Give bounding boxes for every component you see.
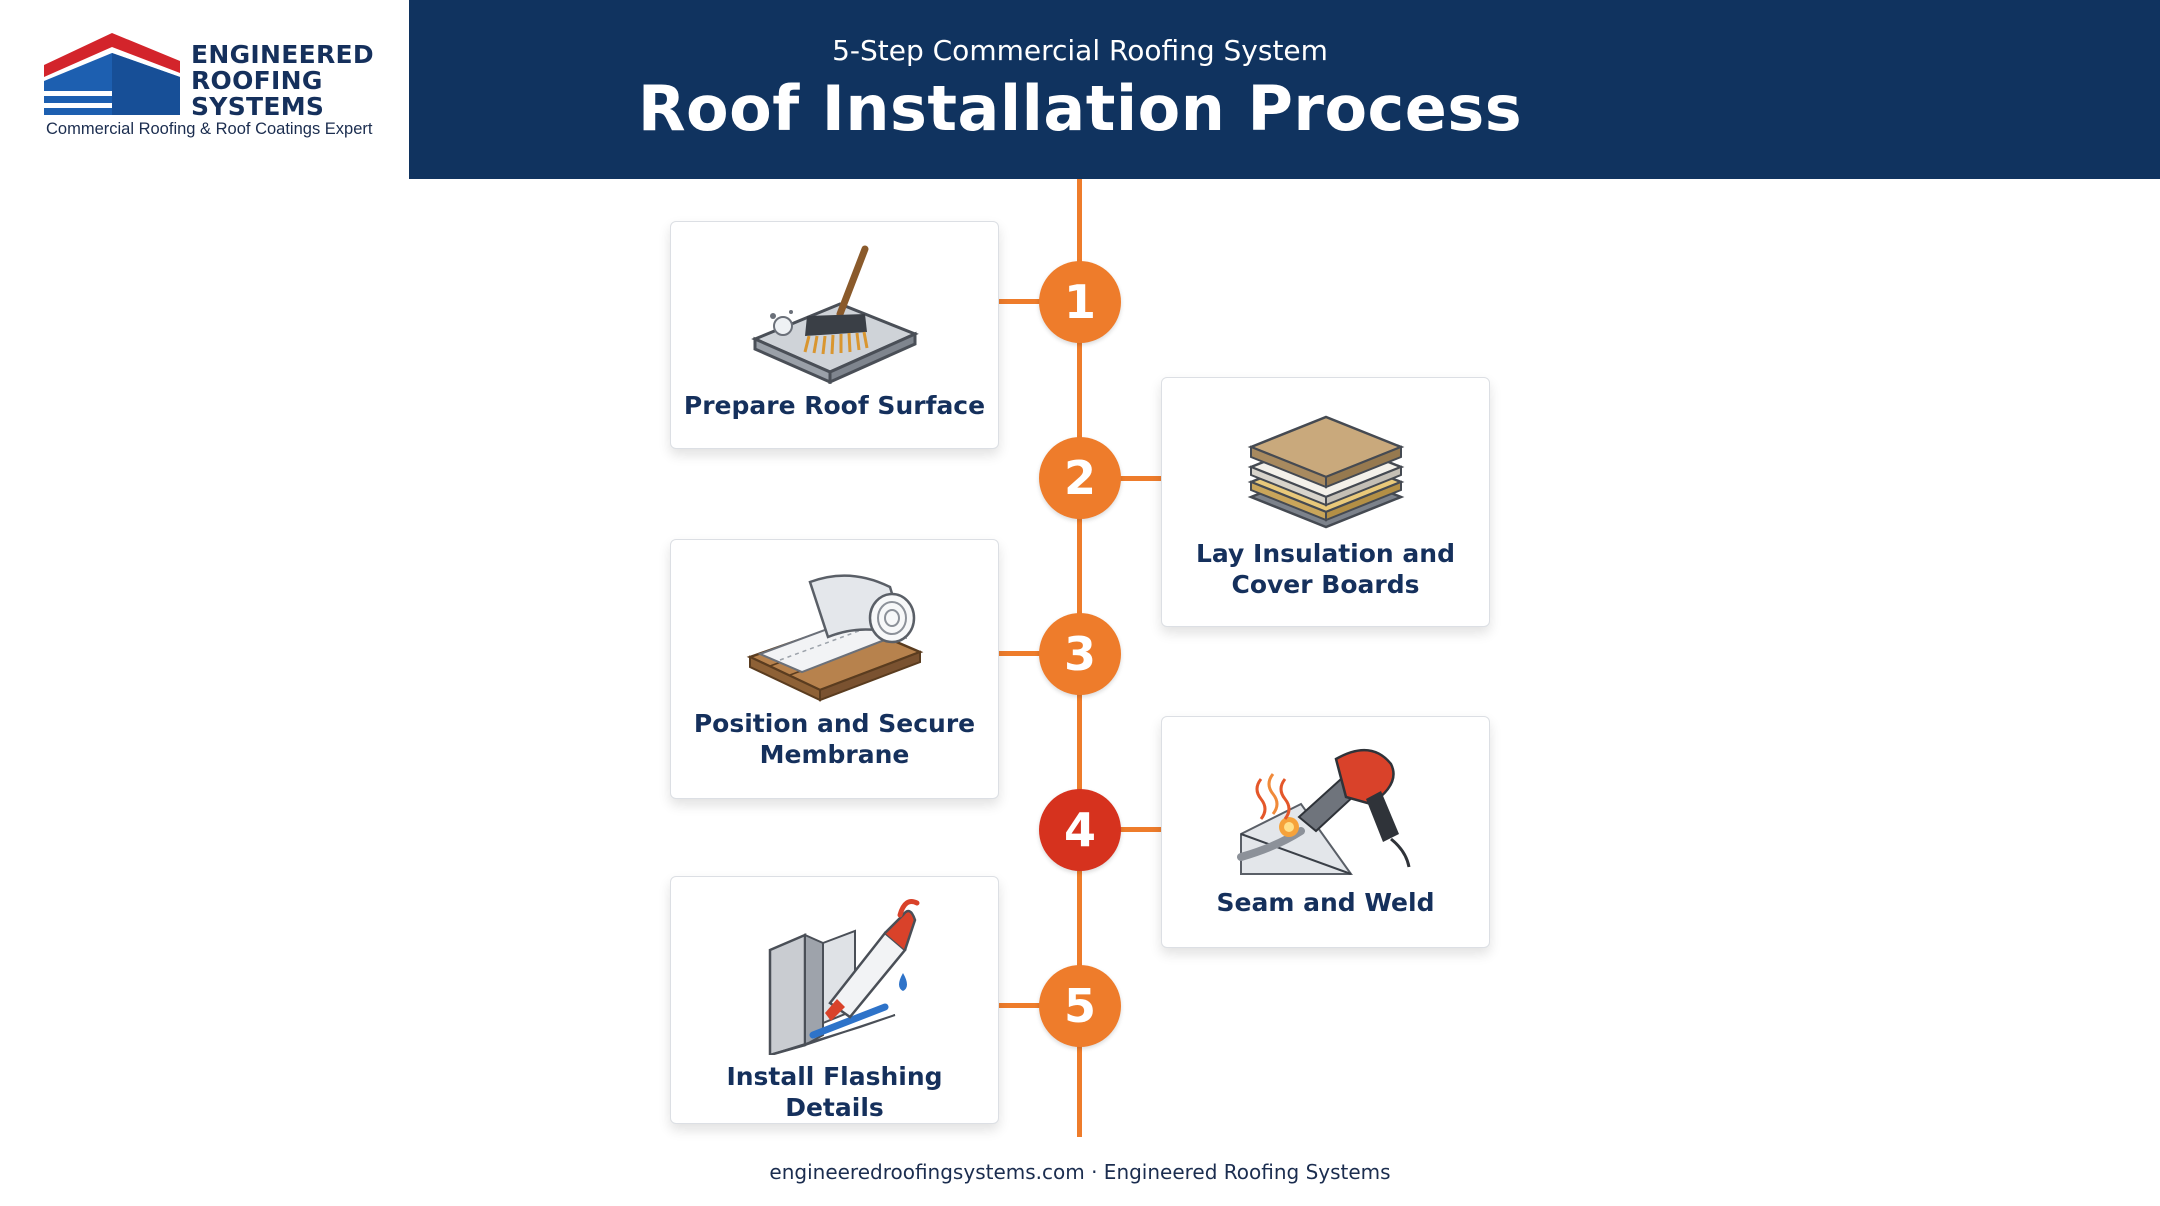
connector-step-4 [1118,827,1162,832]
step-label-1: Prepare Roof Surface [683,391,986,420]
caulk-gun-flashing-icon [768,899,919,1055]
step-badge-3: 3 [1039,613,1121,695]
brand-tagline: Commercial Roofing & Roof Coatings Exper… [46,120,373,138]
step-label-3: Position and Secure Membrane [693,709,976,769]
footer-credit: engineeredroofingsystems.com · Engineere… [769,1160,1391,1184]
connector-step-2 [1118,476,1162,481]
step-label-4: Seam and Weld [1216,888,1435,917]
step-card-5: Install Flashing Details [670,876,999,1124]
step-label-5: Install Flashing Details [726,1062,943,1122]
page-title: Roof Installation Process [637,72,1523,145]
header-subtitle: 5-Step Commercial Roofing System [832,34,1328,67]
connector-step-3 [998,651,1040,656]
header-banner [409,0,2160,179]
step-card-2: Lay Insulation and Cover Boards [1161,377,1490,627]
brand-name-line3: SYSTEMS [191,92,325,121]
step-card-1: Prepare Roof Surface [670,221,999,449]
step-card-3: Position and Secure Membrane [670,539,999,799]
brand-logo: ENGINEERED ROOFING SYSTEMS Commercial Ro… [0,0,409,179]
step-badge-1: 1 [1039,261,1121,343]
brand-name-line1: ENGINEERED [191,40,374,69]
membrane-roll-icon [746,574,923,702]
building-roof-logo-icon [44,33,180,115]
step-badge-2: 2 [1039,437,1121,519]
step-badge-5: 5 [1039,965,1121,1047]
insulation-layers-icon [1247,415,1404,529]
brand-name: ENGINEERED ROOFING SYSTEMS [191,42,374,120]
broom-sweeping-icon [750,245,919,384]
heat-gun-icon [1236,748,1410,875]
connector-step-5 [998,1003,1040,1008]
step-card-4: Seam and Weld [1161,716,1490,948]
connector-step-1 [998,299,1040,304]
brand-name-line2: ROOFING [191,66,323,95]
step-badge-4: 4 [1039,789,1121,871]
step-label-2: Lay Insulation and Cover Boards [1195,539,1455,599]
